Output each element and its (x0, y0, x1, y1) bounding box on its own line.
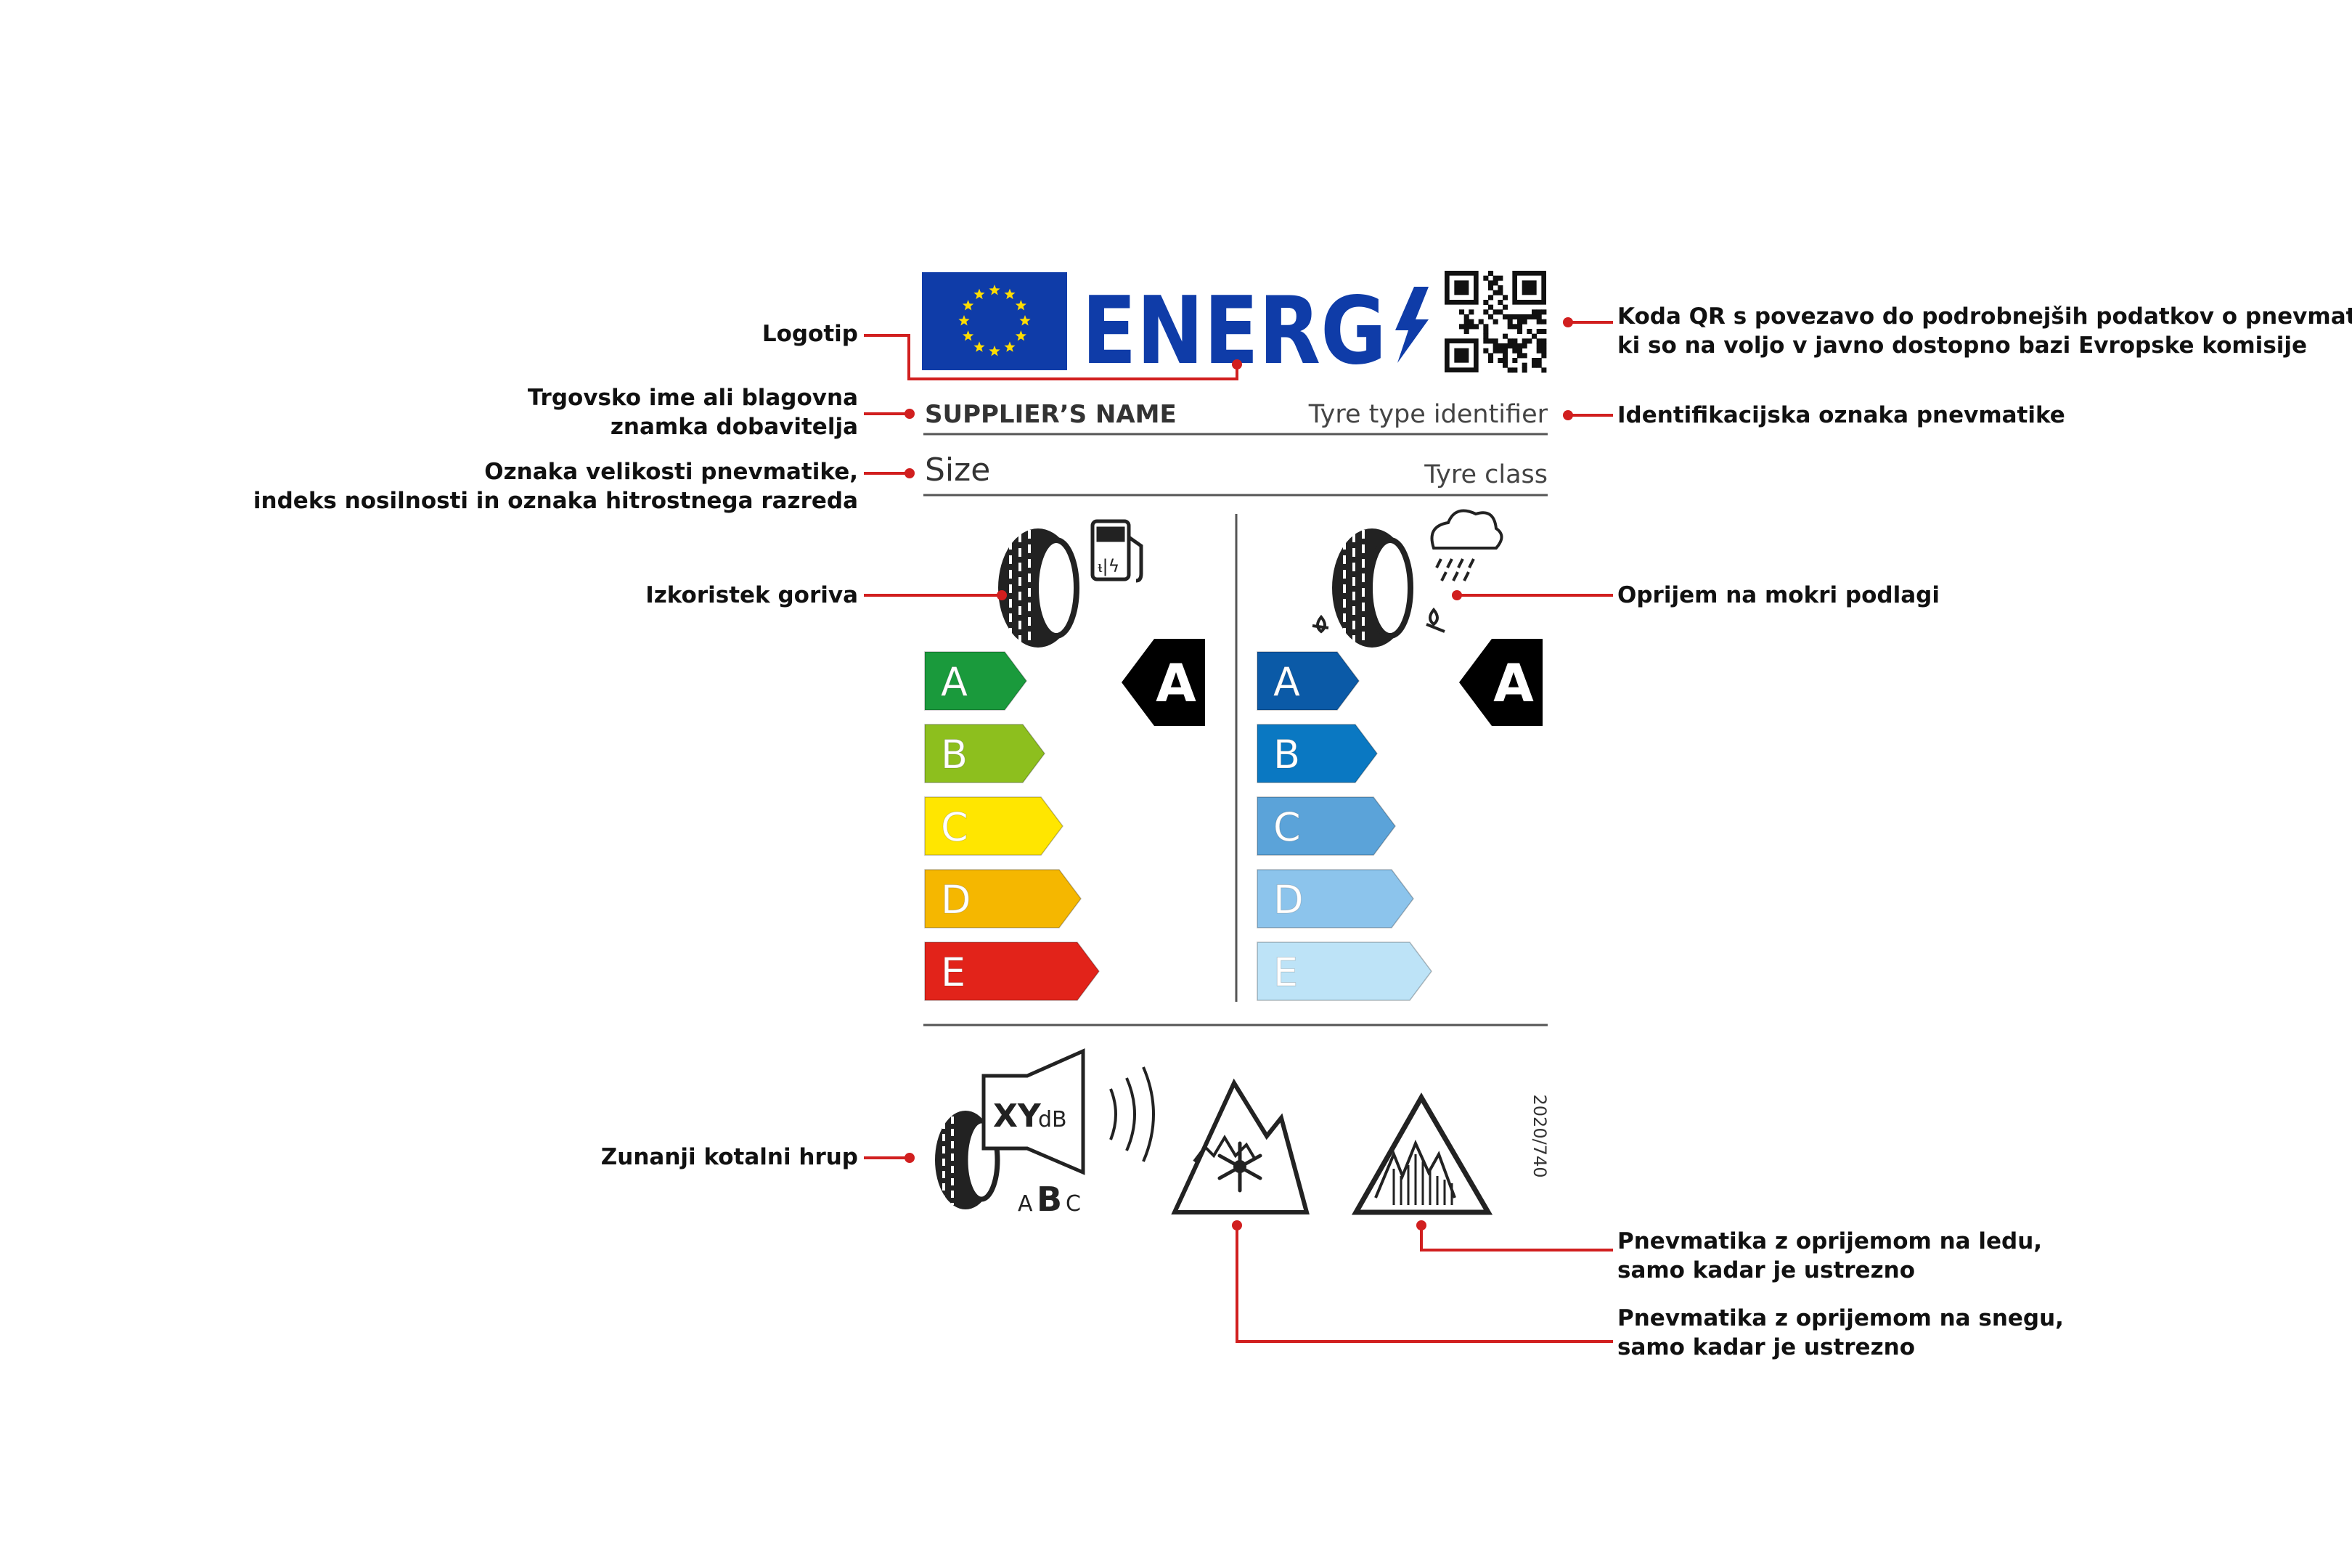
eu-star-icon (1015, 300, 1026, 311)
energ-logo: ENERG (1082, 277, 1387, 385)
class-arrow (1257, 651, 1360, 711)
callout-snow: Pnevmatika z oprijemom na snegu, samo ka… (1617, 1305, 2064, 1360)
class-letter: A (1273, 659, 1300, 705)
callout-logo: Logotip (761, 321, 858, 347)
svg-text:ᵼ|ϟ: ᵼ|ϟ (1098, 556, 1119, 576)
class-arrow (924, 942, 1100, 1001)
class-letter: E (941, 950, 965, 995)
svg-text:B: B (1037, 1180, 1062, 1219)
wet-rating-marker: A (1459, 639, 1543, 726)
fuel-rating-marker: A (1122, 639, 1205, 726)
class-letter: B (1273, 732, 1300, 777)
callout-supplier: Trgovsko ime ali blagovna znamka dobavit… (527, 385, 858, 440)
class-arrow (1257, 724, 1378, 783)
class-letter: D (941, 877, 971, 923)
callout-wet: Oprijem na mokri podlagi (1617, 582, 1940, 608)
leader-dots (905, 317, 1573, 1230)
eu-star-icon (1015, 330, 1026, 341)
svg-text:A: A (1156, 653, 1196, 714)
svg-text:dB: dB (1038, 1107, 1067, 1132)
noise-class-letters: A B C (1018, 1180, 1081, 1219)
eu-flag-icon (922, 272, 1067, 370)
callout-identifier: Identifikacijska oznaka pnevmatike (1617, 402, 2065, 428)
ice-mountain-icon (1351, 1092, 1493, 1215)
callout-fuel: Izkoristek goriva (645, 582, 858, 608)
class-arrow (924, 796, 1063, 856)
eu-star-icon (1004, 288, 1016, 300)
eu-star-icon (963, 330, 974, 341)
eu-star-icon (973, 288, 985, 300)
class-letter: D (1273, 877, 1304, 923)
callout-noise: Zunanji kotalni hrup (600, 1144, 858, 1170)
eu-star-icon (963, 300, 974, 311)
svg-text:A: A (1018, 1191, 1033, 1217)
callout-size: Oznaka velikosti pnevmatike, indeks nosi… (253, 459, 858, 514)
class-letter: C (941, 804, 968, 850)
regulation-number: 2020/740 (1530, 1095, 1550, 1178)
eu-star-icon (1019, 315, 1031, 326)
sound-waves-icon (1109, 1066, 1155, 1162)
eu-star-icon (958, 315, 970, 326)
rain-cloud-icon (1430, 509, 1503, 581)
svg-text:C: C (1066, 1191, 1081, 1217)
class-letter: E (1273, 950, 1298, 995)
speaker-icon: XY dB (981, 1048, 1085, 1175)
class-letter: C (1273, 804, 1301, 850)
qr-code (1445, 271, 1547, 373)
size-label: Size (925, 452, 990, 489)
class-arrow (924, 724, 1045, 783)
eu-star-icon (1004, 341, 1016, 352)
class-arrow (1257, 942, 1432, 1001)
svg-text:A: A (1493, 653, 1534, 714)
fuel-pump-icon: ᵼ|ϟ (1090, 519, 1143, 583)
class-letter: B (941, 732, 968, 777)
class-arrow (924, 651, 1027, 711)
class-letter: A (941, 659, 968, 705)
snow-mountain-icon (1171, 1078, 1310, 1214)
eu-star-icon (973, 341, 985, 352)
svg-text:XY: XY (993, 1098, 1042, 1135)
lightning-bolt-icon (1395, 287, 1429, 363)
leader-lines (864, 321, 1613, 1343)
tyre-class-label: Tyre class (1424, 460, 1548, 489)
callout-qr: Koda QR s povezavo do podrobnejših podat… (1617, 303, 2352, 359)
tyre-icon (998, 528, 1079, 648)
wet-tyre-icon (1312, 528, 1445, 648)
class-arrow (1257, 869, 1414, 928)
callout-ice: Pnevmatika z oprijemom na ledu, samo kad… (1617, 1228, 2043, 1283)
class-arrow (924, 869, 1082, 928)
supplier-name: SUPPLIER’S NAME (925, 400, 1177, 429)
eu-star-icon (989, 285, 1000, 295)
tyre-type-identifier: Tyre type identifier (1308, 400, 1548, 429)
eu-star-icon (989, 346, 1000, 356)
class-arrow (1257, 796, 1396, 856)
